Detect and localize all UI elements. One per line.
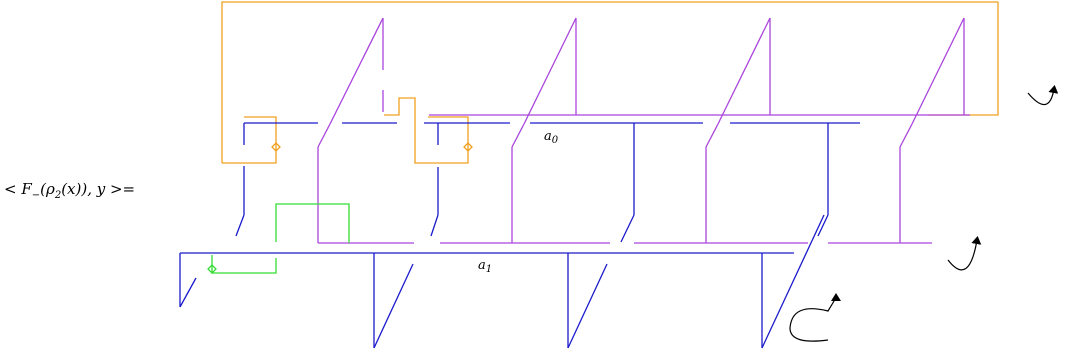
blue-strand bbox=[179, 122, 860, 349]
rotation-loop-arrow-icon bbox=[789, 293, 841, 342]
purple-strand bbox=[317, 17, 970, 244]
rotation-arrow-top-icon bbox=[1027, 85, 1059, 106]
label-a1: a1 bbox=[478, 258, 492, 275]
green-strand bbox=[207, 203, 350, 274]
formula-lhs: < F−(ρ2(x)), y >= bbox=[4, 180, 135, 201]
label-a0: a0 bbox=[544, 129, 559, 146]
rotation-arrow-middle-icon bbox=[947, 236, 982, 271]
orange-strand bbox=[221, 1, 999, 164]
